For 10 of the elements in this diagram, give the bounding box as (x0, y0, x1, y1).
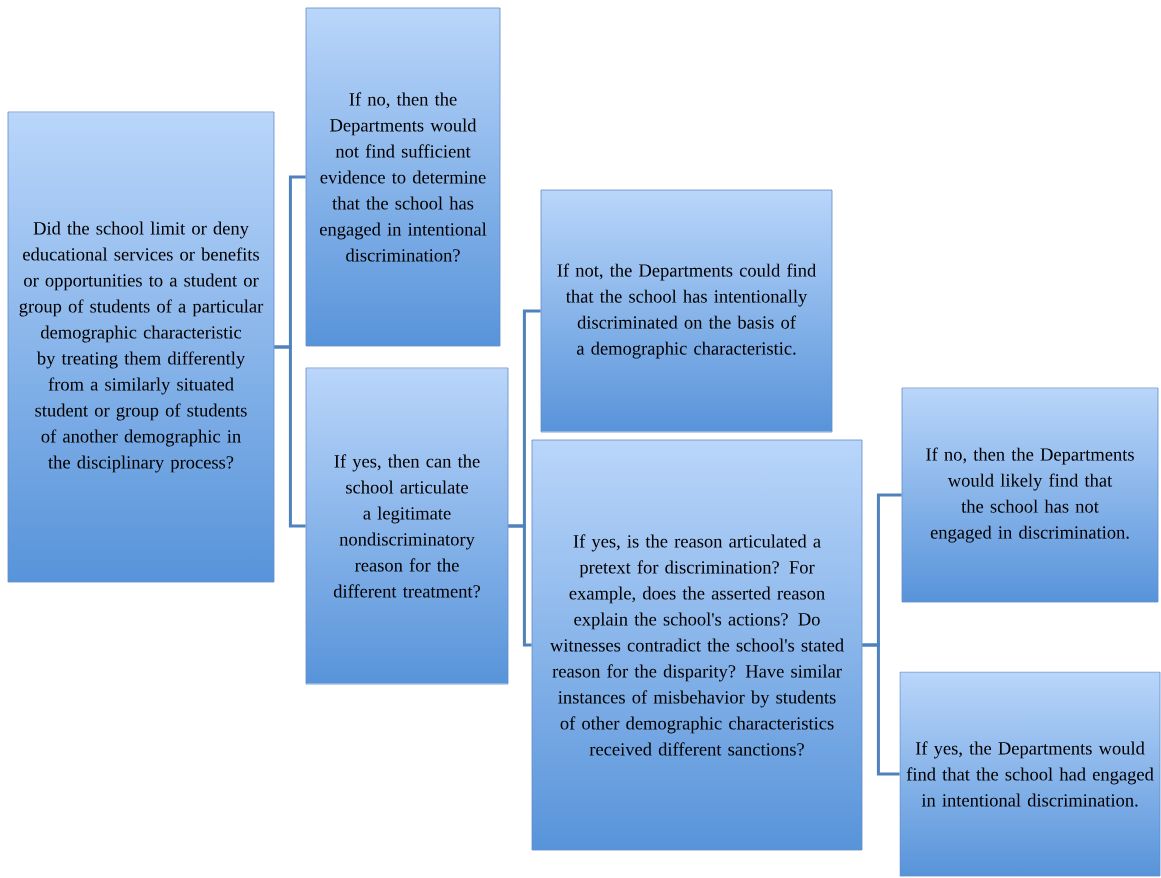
process-box: If yes, is the reason articulated a pretext for discrimination? For example, does the asserted reason explain the school's actions? Do witnesses contradict the school's stated reason for the disparity? Have similar instances of misbehavior by students of other demographic characteristics received different sanctions? (531, 439, 863, 851)
connector-line (862, 643, 900, 776)
process-box: If yes, then can the school articulate a legitimate nondiscriminatory reason for the different treatment? (305, 367, 509, 685)
connector-line (274, 345, 306, 528)
connector-line (508, 524, 532, 647)
process-box: If no, then the Departments would not find sufficient evidence to determine that the school has engaged in intentional discrimination? (305, 7, 501, 347)
process-box: Did the school limit or deny educational services or benefits or opportunities to a student or group of students of a particular demographic characteristic by treating them differently from a similarly situated student or group of students of another demographic in the disciplinary process? (7, 111, 275, 583)
process-box: If no, then the Departments would likely find that the school has not engaged in discrimination. (901, 387, 1159, 603)
process-box: If yes, the Departments would find that the school had engaged in intentional discrimination. (899, 671, 1161, 877)
process-box: If not, the Departments could find that the school has intentionally discriminated on the basis of a demographic characteristic. (540, 189, 833, 433)
